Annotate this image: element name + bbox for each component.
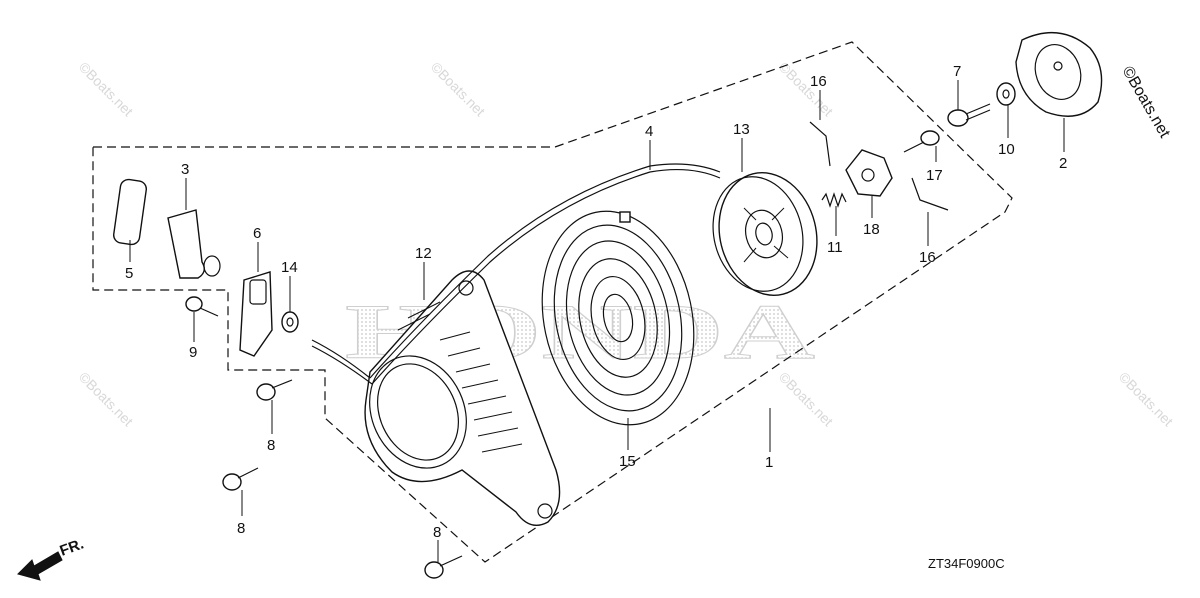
front-arrow-icon	[17, 551, 63, 581]
bolt-8-a	[256, 379, 293, 401]
assembly-boundary	[92, 41, 1013, 563]
site-watermark: ©Boats.net	[76, 59, 137, 120]
site-watermark: ©Boats.net	[428, 59, 489, 120]
friction-spring-lower	[911, 177, 949, 211]
part-label-6: 6	[253, 225, 261, 242]
part-label-15: 15	[619, 453, 636, 470]
ratchet	[845, 149, 893, 197]
bolt-8-c	[424, 555, 463, 579]
part-label-9: 9	[189, 344, 197, 361]
starter-rope-edge	[311, 163, 721, 379]
part-label-1: 1	[765, 454, 773, 471]
bolt-9	[185, 296, 219, 317]
part-label-3: 3	[181, 161, 189, 178]
knob	[167, 209, 205, 279]
washer-10	[996, 82, 1016, 106]
grommet	[281, 311, 299, 333]
ratchet-spring	[821, 192, 847, 208]
part-label-8-a: 8	[237, 520, 245, 537]
part-label-14: 14	[281, 259, 298, 276]
recoil-reel	[712, 172, 818, 296]
part-label-16-b: 16	[919, 249, 936, 266]
part-label-5: 5	[125, 265, 133, 282]
friction-spring-upper	[809, 121, 831, 167]
leader-lines	[129, 80, 1065, 562]
bolt-7	[947, 103, 991, 127]
part-label-11: 11	[827, 239, 843, 256]
recoil-spring	[541, 210, 695, 426]
part-label-4: 4	[645, 123, 653, 140]
corner-watermark: ©Boats.net	[1119, 64, 1174, 142]
part-label-16-a: 16	[810, 73, 827, 90]
part-label-13: 13	[733, 121, 750, 138]
site-watermark: ©Boats.net	[776, 369, 837, 430]
part-label-10: 10	[998, 141, 1015, 158]
recoil-housing	[364, 270, 561, 526]
part-label-7: 7	[953, 63, 961, 80]
site-watermark: ©Boats.net	[76, 369, 137, 430]
site-watermark: ©Boats.net	[1116, 369, 1177, 430]
starter-rope	[311, 168, 721, 385]
grip-handle	[113, 178, 147, 246]
part-label-2: 2	[1059, 155, 1067, 172]
part-label-17: 17	[926, 167, 943, 184]
part-label-12: 12	[415, 245, 432, 262]
part-label-8-c: 8	[433, 524, 441, 541]
diagram-code: ZT34F0900C	[928, 556, 1005, 571]
screw-17	[903, 130, 940, 153]
part-labels: 1 2 3 4 5 6 7 8 8 8 9 10 11 12 13 14 15 …	[125, 63, 1067, 541]
site-watermark: ©Boats.net	[776, 59, 837, 120]
bolt-8-b	[222, 467, 259, 491]
part-label-8-b: 8	[267, 437, 275, 454]
pulley-2	[1015, 31, 1103, 117]
bracket	[239, 271, 273, 357]
front-indicator: FR.	[17, 536, 87, 581]
front-indicator-label: FR.	[58, 536, 87, 560]
part-label-18: 18	[863, 221, 880, 238]
